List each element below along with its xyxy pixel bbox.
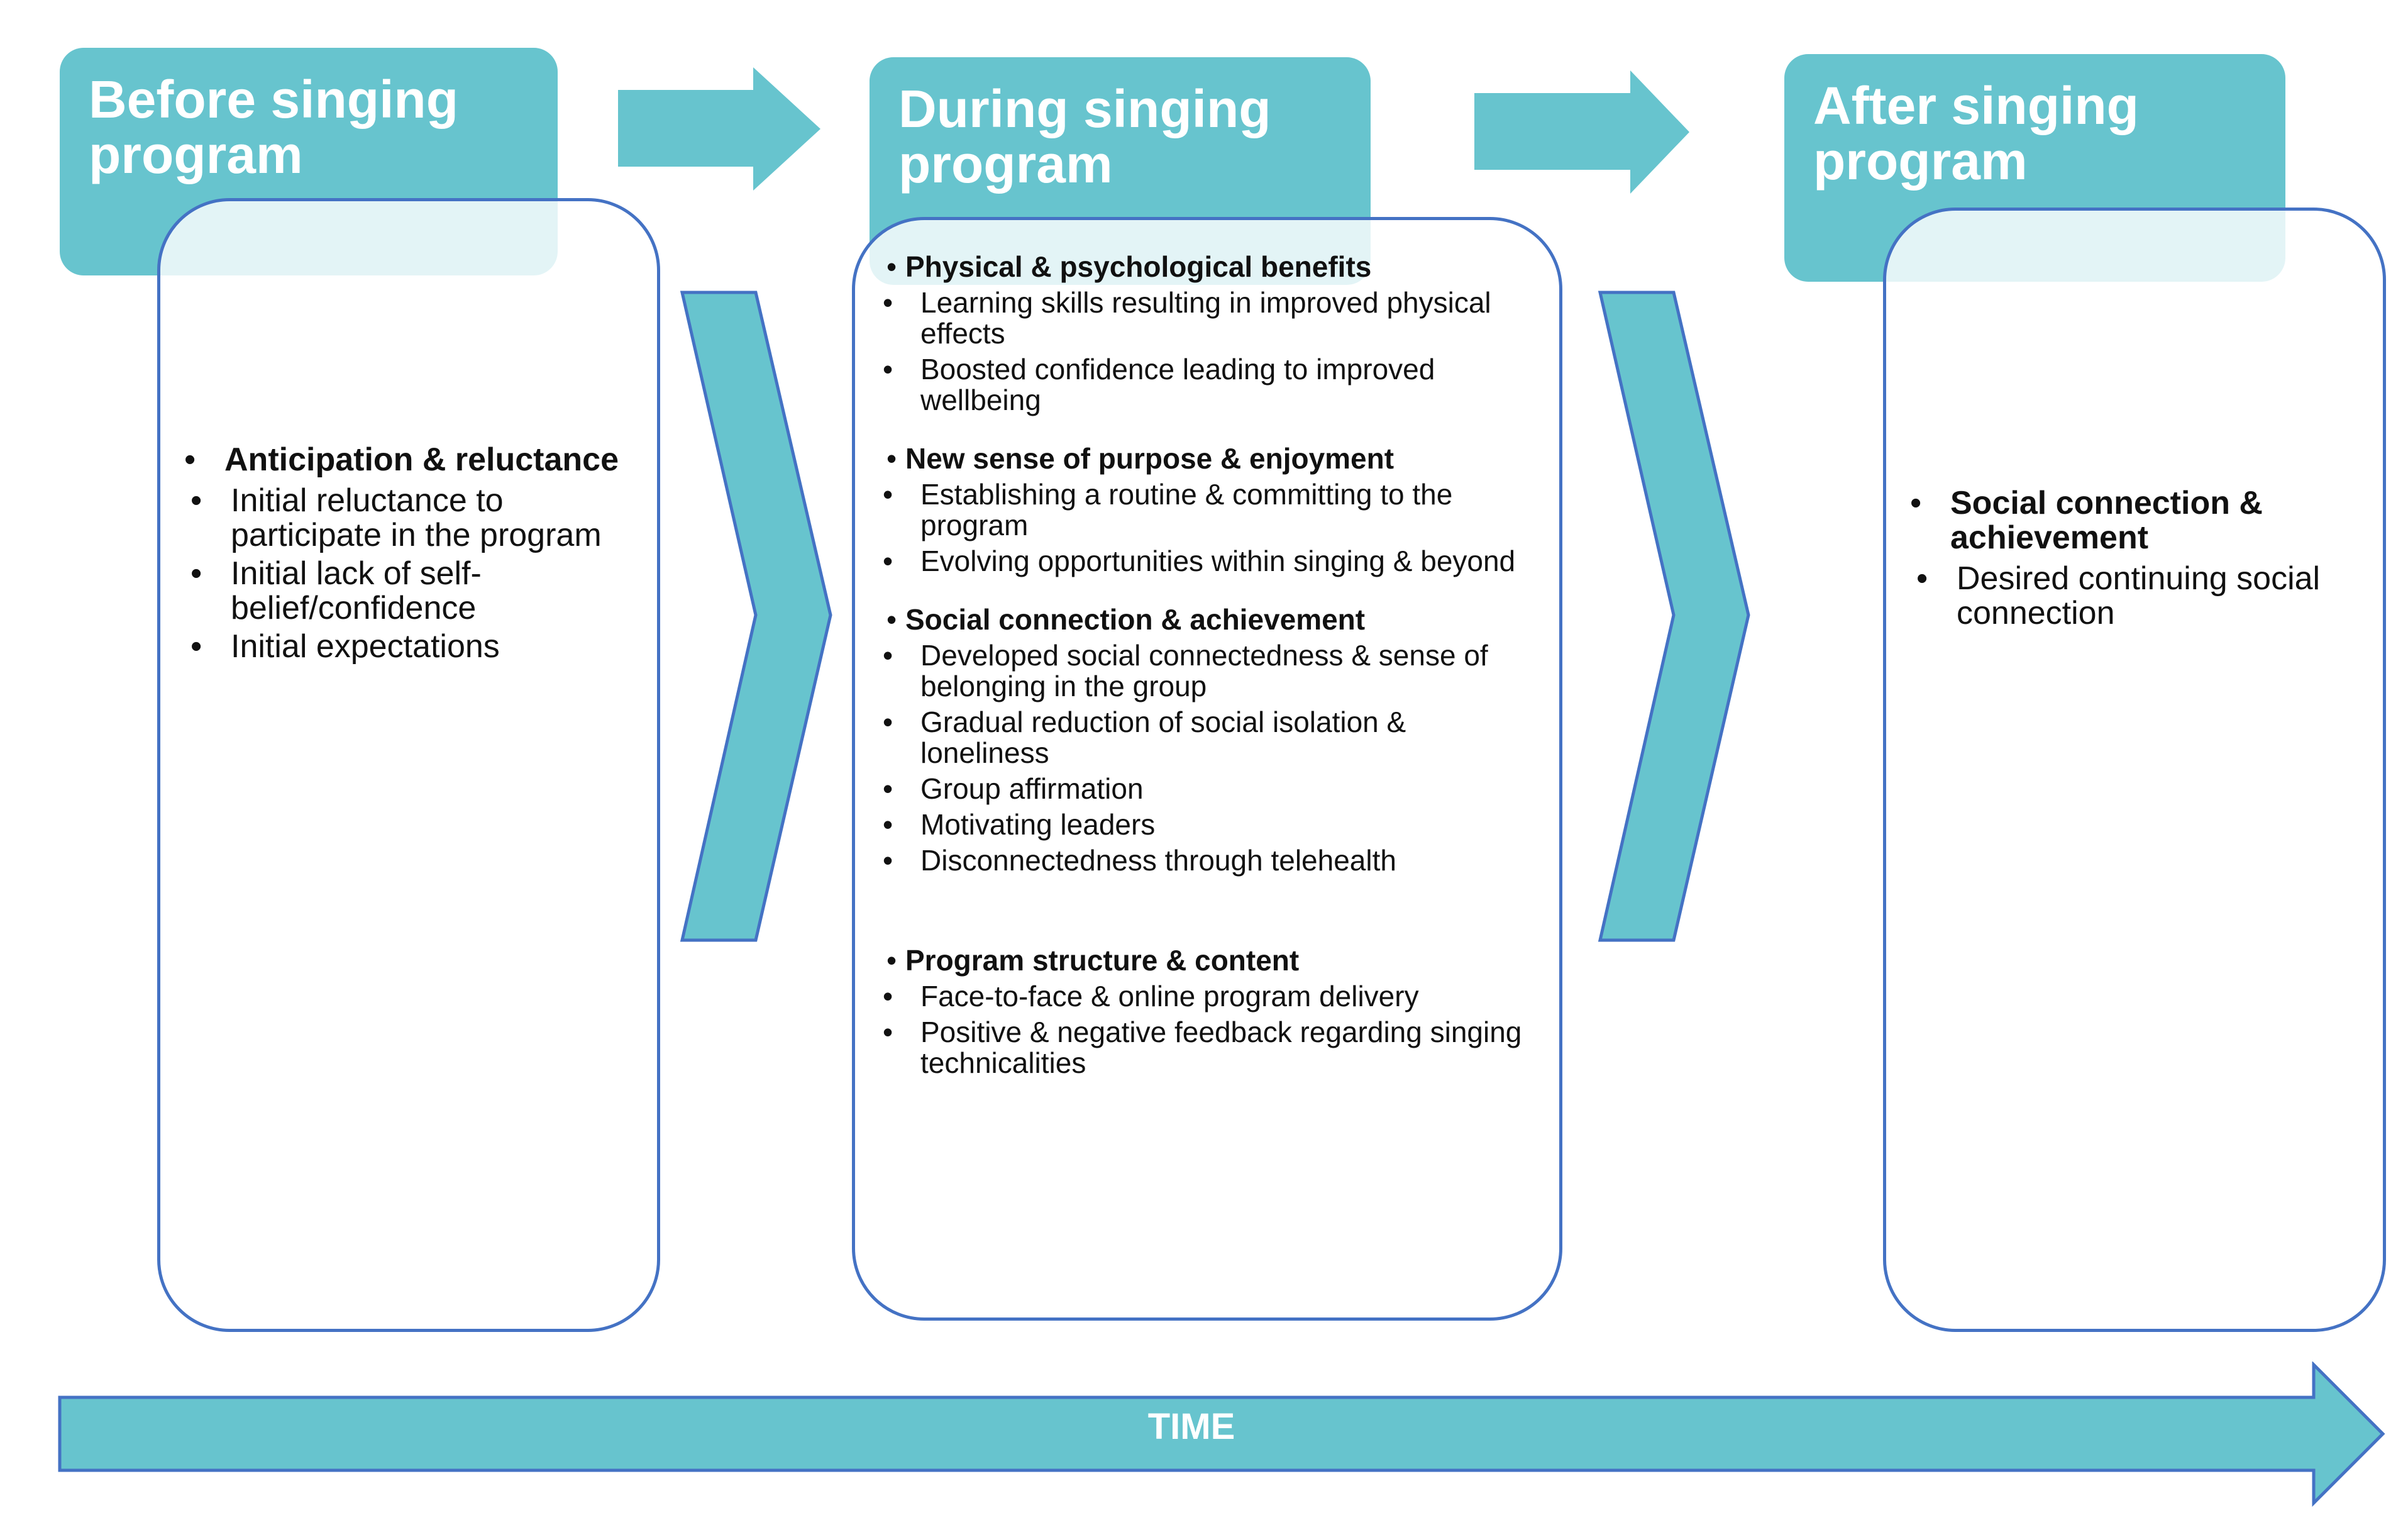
list-item: • Developed social connectedness & sense … (883, 639, 1540, 702)
category-section: •Physical & psychological benefits •Lear… (883, 252, 1540, 416)
list-item: • Initial expectations (191, 628, 651, 665)
item-text: Disconnectedness through telehealth (920, 844, 1396, 877)
category-heading: •New sense of purpose & enjoyment (886, 443, 1540, 474)
list-item: • Disconnectedness through telehealth (883, 844, 1540, 877)
category-heading: •Social connection & achievement (886, 604, 1540, 635)
bullet-icon: • (184, 441, 196, 478)
stage-title-line1: During singing (898, 79, 1271, 138)
stage-panel-after (1883, 208, 2386, 1332)
time-arrow (58, 1362, 2385, 1507)
stage-title-line1: After singing (1813, 76, 2139, 135)
bullet-icon: • (886, 944, 897, 977)
stage-title-line2: program (898, 135, 1113, 194)
bullet-icon: • (883, 772, 893, 805)
bullet-icon: • (883, 980, 893, 1012)
bullet-icon: • (883, 706, 893, 738)
block-arrow-right-1 (618, 67, 820, 191)
stage-content-during: •Physical & psychological benefits •Lear… (883, 252, 1540, 1106)
list-item: • Boosted confidence leading to improved … (883, 353, 1540, 416)
category-label: Physical & psychological benefits (905, 250, 1372, 283)
bullet-icon: • (883, 844, 893, 877)
bullet-icon: • (883, 545, 893, 577)
list-item: • Group affirmation (883, 772, 1540, 805)
item-text: Desired continuing social connection (1957, 560, 2321, 631)
category-heading: •Physical & psychological benefits (886, 252, 1540, 282)
list-item: • Face-to-face & online program delivery (883, 980, 1540, 1012)
bullet-icon: • (886, 603, 897, 636)
item-text: Evolving opportunities within singing & … (920, 545, 1516, 577)
category-label: Program structure & content (905, 944, 1300, 977)
chevron-shape-1 (680, 291, 832, 942)
item-text: Gradual reduction of social isolation & … (920, 706, 1406, 769)
bullet-icon: • (883, 639, 893, 672)
item-text: Positive & negative feedback regarding s… (920, 1016, 1522, 1079)
category-section: •New sense of purpose & enjoyment •Estab… (883, 443, 1540, 577)
category-heading: •Program structure & content (886, 945, 1540, 976)
bullet-icon: • (883, 1016, 893, 1048)
category-label: Social connection & achievement (905, 603, 1366, 636)
item-text: Establishing a routine & committing to t… (920, 478, 1453, 541)
bullet-icon: • (883, 353, 893, 386)
list-item: • Evolving opportunities within singing &… (883, 545, 1540, 577)
stage-title-line1: Before singing (89, 70, 459, 129)
bullet-icon: • (191, 482, 202, 519)
item-text: Developed social connectedness & sense o… (920, 639, 1488, 702)
list-item: • Establishing a routine & committing to … (883, 478, 1540, 541)
item-text: Learning skills resulting in improved ph… (920, 286, 1491, 350)
list-item: • Motivating leaders (883, 808, 1540, 841)
list-item: • Gradual reduction of social isolation &… (883, 706, 1540, 769)
item-text: Face-to-face & online program delivery (920, 980, 1419, 1012)
bullet-icon: • (1910, 485, 1922, 521)
category-label: New sense of purpose & enjoyment (905, 442, 1395, 475)
category-label: Anticipation & reluctance (224, 441, 619, 478)
stage-panel-before (157, 198, 660, 1332)
list-item: • Learning skills resulting in improved p… (883, 286, 1540, 350)
stage-header-after: After singing program (1784, 54, 2285, 282)
bullet-icon: • (883, 478, 893, 511)
bullet-icon: • (883, 286, 893, 319)
stage-content-after: • Social connection & achievement • Desire… (1910, 485, 2370, 635)
list-item: • Positive & negative feedback regarding … (883, 1016, 1540, 1079)
bullet-icon: • (191, 628, 202, 665)
bullet-icon: • (883, 808, 893, 841)
stage-content-before: • Anticipation & reluctance • Initial relu… (184, 441, 651, 668)
category-section: •Program structure & content •Face-to-fa… (883, 945, 1540, 1079)
bullet-icon: • (886, 250, 897, 283)
stage-panel-during (852, 217, 1562, 1321)
category-heading: • Anticipation & reluctance (184, 441, 651, 478)
time-label: TIME (1147, 1406, 1235, 1447)
chevron-shape-2 (1598, 291, 1750, 942)
stage-title-line2: program (1813, 131, 2028, 191)
stage-title-line2: program (89, 125, 303, 184)
bullet-icon: • (1916, 560, 1928, 597)
item-text: Initial reluctance to participate in the… (231, 482, 602, 553)
list-item: • Initial lack of self-belief/confidence (191, 555, 651, 626)
block-arrow-right-2 (1474, 70, 1689, 194)
bullet-icon: • (191, 555, 202, 592)
category-section: •Social connection & achievement •Develo… (883, 604, 1540, 877)
item-text: Motivating leaders (920, 808, 1156, 841)
category-label: Social connection & achievement (1950, 485, 2263, 556)
list-item: • Initial reluctance to participate in th… (191, 482, 651, 553)
item-text: Initial expectations (231, 628, 500, 665)
item-text: Group affirmation (920, 772, 1144, 805)
category-heading: • Social connection & achievement (1910, 485, 2370, 556)
list-item: • Desired continuing social connection (1916, 560, 2370, 631)
bullet-icon: • (886, 442, 897, 475)
item-text: Initial lack of self-belief/confidence (231, 555, 482, 626)
item-text: Boosted confidence leading to improved w… (920, 353, 1435, 416)
